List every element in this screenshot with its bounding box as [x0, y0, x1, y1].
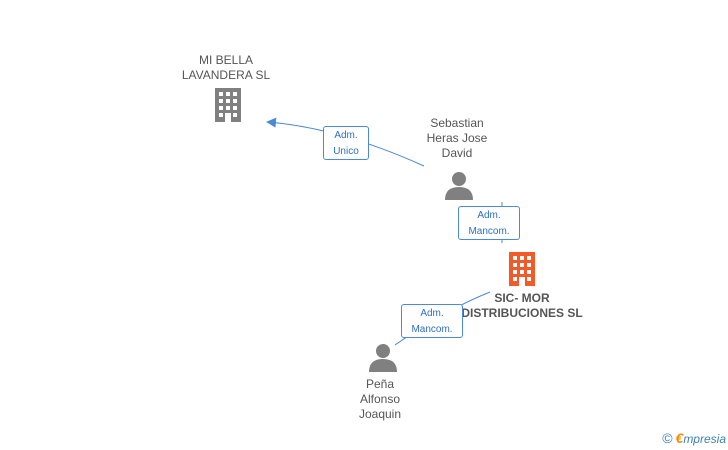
person-label-sebastian-heras-jose-david[interactable]: Sebastian Heras Jose David	[426, 116, 488, 160]
edge-label-adm-mancom-pena[interactable]: Adm. Mancom.	[401, 304, 463, 338]
company-label-mi-bella-lavandera[interactable]: MI BELLA LAVANDERA SL	[181, 53, 271, 82]
person-icon[interactable]	[368, 342, 398, 372]
edge-label-adm-mancom-sebastian[interactable]: Adm. Mancom.	[458, 206, 520, 240]
person-icon[interactable]	[444, 170, 474, 200]
person-label-pena-alfonso-joaquin[interactable]: Peña Alfonso Joaquin	[358, 377, 402, 421]
building-icon-main[interactable]	[506, 252, 538, 286]
empresia-logo-initial: €	[675, 430, 684, 446]
company-label-sic-mor-distribuciones[interactable]: SIC- MOR DISTRIBUCIONES SL	[461, 291, 583, 320]
empresia-watermark: © €mpresia	[662, 430, 726, 446]
empresia-logo-text: mpresia	[683, 432, 726, 446]
building-icon[interactable]	[212, 88, 244, 122]
copyright-symbol: ©	[662, 430, 673, 446]
edge-label-adm-unico[interactable]: Adm. Unico	[323, 126, 369, 160]
